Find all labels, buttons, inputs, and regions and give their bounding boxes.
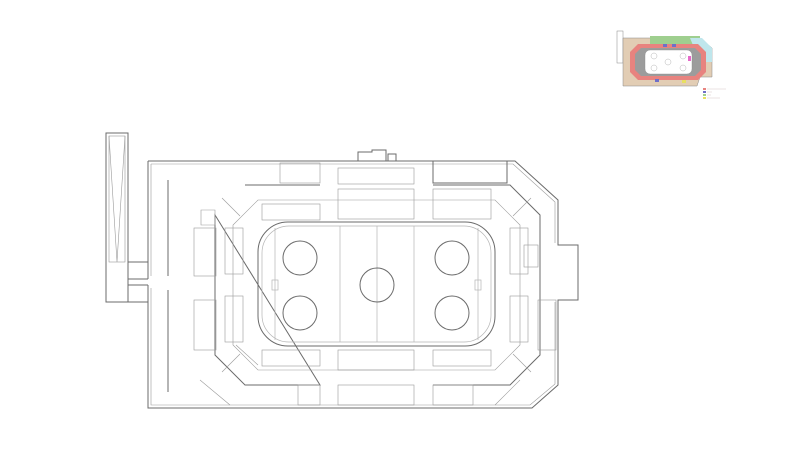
ice-rink — [257, 221, 496, 347]
center-faceoff-circle — [359, 267, 395, 303]
faceoff-circle — [282, 295, 318, 331]
faceoff-circle — [434, 295, 470, 331]
left-annex — [105, 132, 148, 303]
outer-wall — [147, 160, 579, 409]
seating-bowl — [214, 184, 541, 386]
faceoff-circle — [282, 240, 318, 276]
faceoff-circle — [434, 240, 470, 276]
key-plan-thumbnail — [616, 30, 726, 99]
